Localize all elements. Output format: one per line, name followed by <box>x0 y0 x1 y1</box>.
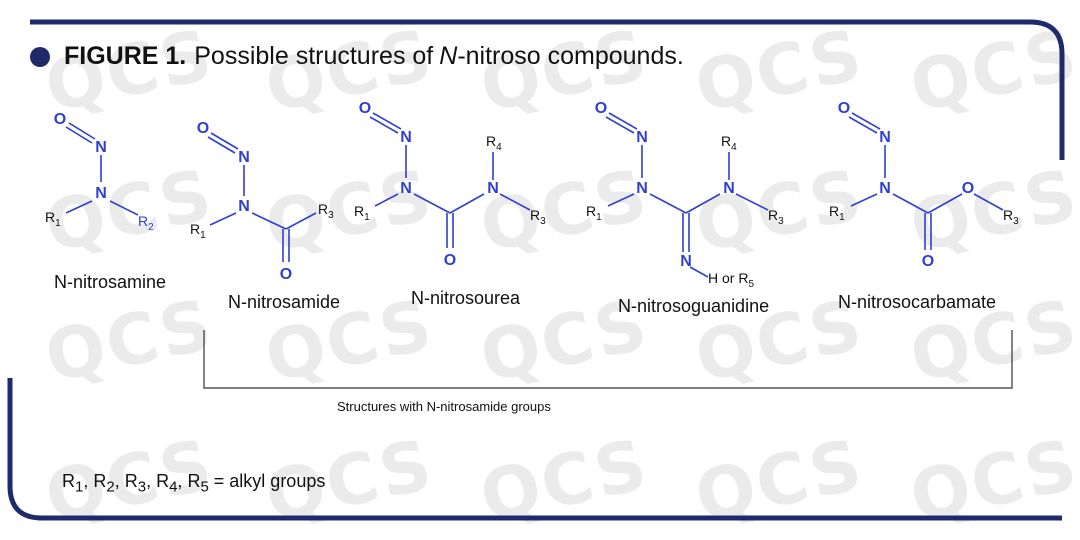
atom-nitrogen: N <box>238 198 250 215</box>
r-group-label: R4 <box>721 133 737 153</box>
atom-oxygen: O <box>922 253 934 270</box>
atom-oxygen: O <box>197 120 209 137</box>
figure-label: FIGURE 1. <box>64 42 187 70</box>
r-group-label: R1 <box>586 203 602 223</box>
atom-oxygen: O <box>962 180 974 197</box>
structure-name: N-nitrosamine <box>54 272 167 292</box>
atom-nitrogen: N <box>400 129 412 146</box>
bonds <box>65 112 1004 278</box>
atom-oxygen: O <box>359 100 371 117</box>
bullet-icon <box>30 46 50 67</box>
r-group-label: R4 <box>486 133 502 153</box>
r-groups: R1 R2 R1 R3 R1 R4 R3 R1 R4 R3 H or R5 R1… <box>45 133 1019 290</box>
figure-title: FIGURE 1. Possible structures of N -nitr… <box>30 42 684 71</box>
atom-nitrogen: N <box>636 180 648 197</box>
atom-nitrogen: N <box>879 180 891 197</box>
r-group-label: R3 <box>768 207 784 227</box>
structure-name: N-nitrosourea <box>411 288 521 308</box>
r-group-label: R1 <box>45 209 61 229</box>
atom-nitrogen: N <box>636 129 648 146</box>
atom-oxygen: O <box>595 100 607 117</box>
atom-nitrogen: N <box>400 180 412 197</box>
atom-oxygen: O <box>838 100 850 117</box>
r-group-label: R3 <box>1003 207 1019 227</box>
structure-name: N-nitrosamide <box>228 292 341 312</box>
atom-nitrogen: N <box>680 253 692 270</box>
atom-labels: O N N O N N O O N N N O O N N N N O N N … <box>54 100 974 283</box>
structure-name: N-nitrosoguanidine <box>618 296 770 316</box>
atom-oxygen: O <box>444 252 456 269</box>
h-or-r5-label: H or R5 <box>708 270 754 290</box>
r-group-label: R1 <box>829 203 845 223</box>
r-group-label: R1 <box>190 221 206 241</box>
figure-title-suffix: -nitroso compounds. <box>457 42 684 70</box>
atom-nitrogen: N <box>879 129 891 146</box>
structure-name: N-nitrosocarbamate <box>838 292 997 312</box>
r-group-label: R1 <box>354 203 370 223</box>
bracket-label: Structures with N-nitrosamide groups <box>337 399 551 414</box>
r-group-label: R3 <box>530 207 546 227</box>
r-group-label: R3 <box>318 201 334 221</box>
atom-nitrogen: N <box>487 180 499 197</box>
figure-title-text: Possible structures of <box>194 42 434 70</box>
atom-nitrogen: N <box>95 139 107 156</box>
r-group-label: R2 <box>138 213 154 233</box>
atom-nitrogen: N <box>95 185 107 202</box>
atom-oxygen: O <box>54 111 66 128</box>
r-group-legend: R1, R2, R3, R4, R5 = alkyl groups <box>62 471 326 496</box>
atom-nitrogen: N <box>723 180 735 197</box>
atom-nitrogen: N <box>238 149 250 166</box>
atom-oxygen: O <box>280 266 292 283</box>
group-bracket <box>203 330 1013 389</box>
figure-title-italic: N <box>439 42 458 70</box>
